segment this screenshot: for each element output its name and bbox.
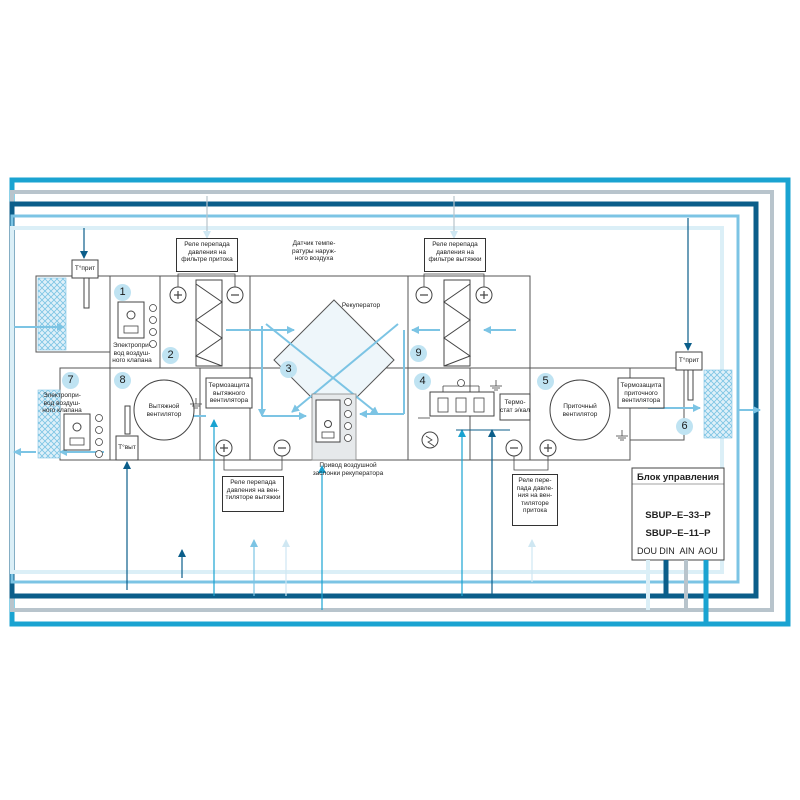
- marker-1: 1: [114, 284, 131, 301]
- thermo-supply-box: [617, 377, 665, 409]
- relay-supply-fan: Реле пере- пада давле- ния на вен- тилят…: [512, 474, 558, 526]
- label-thermostat: Термо- стат э/кал: [500, 399, 530, 414]
- exhaust-fan: [133, 379, 195, 441]
- controller-model-2: SBUP–E–11–P: [645, 528, 711, 539]
- airflow-arrows: [13, 323, 761, 456]
- label-supply-fan: Приточный вентилятор: [562, 403, 598, 418]
- label-recuperator: Рекуператор: [341, 302, 381, 309]
- controller-port-aou: AOU: [698, 546, 718, 556]
- label-t-vyt: T°выт: [118, 444, 136, 451]
- marker-9: 9: [410, 345, 427, 362]
- controller-port-ain: AIN: [679, 546, 695, 556]
- intake-damper-actuator: [117, 301, 145, 339]
- exhaust-filter: [443, 279, 472, 367]
- relay-exhaust-fan: Реле перепада давления на вен- тиляторе …: [222, 476, 284, 512]
- label-recup-damper: Привод воздушной заслонки рекуператора: [312, 462, 384, 477]
- terminal-blocks: [95, 304, 352, 458]
- label-damper-drive-bottom: Электропри- вод воздуш- ного клапана: [42, 392, 82, 414]
- controller-port-dou: DOU: [637, 546, 657, 556]
- intake-damper-grille: [37, 277, 67, 351]
- signal-lines: [80, 196, 692, 610]
- exhaust-damper-grille: [37, 389, 61, 459]
- marker-3: 3: [280, 361, 297, 378]
- relay-wires: [177, 273, 549, 471]
- pressure-port-signs: [174, 291, 552, 452]
- electric-heater: [418, 379, 495, 449]
- marker-7: 7: [62, 372, 79, 389]
- controller-model-1: SBUP–E–33–P: [645, 510, 711, 521]
- label-thermo-exhaust: Термозащита вытяжного вентилятора: [208, 382, 250, 404]
- label-outdoor-sensor: Датчик темпе- ратуры наруж- ного воздуха: [292, 240, 336, 262]
- ground-symbols: [190, 380, 628, 441]
- thermo-exhaust-box: [205, 377, 253, 409]
- temp-sensors: [71, 259, 703, 461]
- supply-damper-grille: [703, 369, 733, 439]
- label-damper-drive-top: Электропри- вод воздуш- ного клапана: [112, 342, 152, 364]
- marker-6: 6: [676, 418, 693, 435]
- supply-filter: [194, 279, 223, 367]
- heater-indicator: [421, 431, 439, 449]
- label-thermo-supply: Термозащита приточного вентилятора: [620, 382, 662, 404]
- marker-4: 4: [414, 373, 431, 390]
- label-t-prit-right: T°прит: [678, 357, 700, 364]
- thermostat-box: [499, 393, 531, 421]
- controller-title: Блок управления: [636, 472, 720, 483]
- controller: [631, 467, 725, 624]
- relay-exhaust-filter: Реле перепада давления на фильтре вытяжк…: [424, 238, 486, 272]
- relay-supply-filter: Реле перепада давления на фильтре приток…: [176, 238, 238, 272]
- exhaust-damper-actuator: [63, 413, 91, 451]
- label-t-prit-left: T°прит: [74, 265, 96, 272]
- marker-8: 8: [114, 372, 131, 389]
- wiring-buses: [9, 177, 791, 627]
- supply-fan: [549, 379, 611, 441]
- label-exhaust-fan: Вытяжной вентилятор: [146, 403, 182, 418]
- marker-5: 5: [537, 373, 554, 390]
- marker-2: 2: [162, 347, 179, 364]
- pressure-ports: [169, 286, 557, 457]
- controller-port-din: DIN: [659, 546, 675, 556]
